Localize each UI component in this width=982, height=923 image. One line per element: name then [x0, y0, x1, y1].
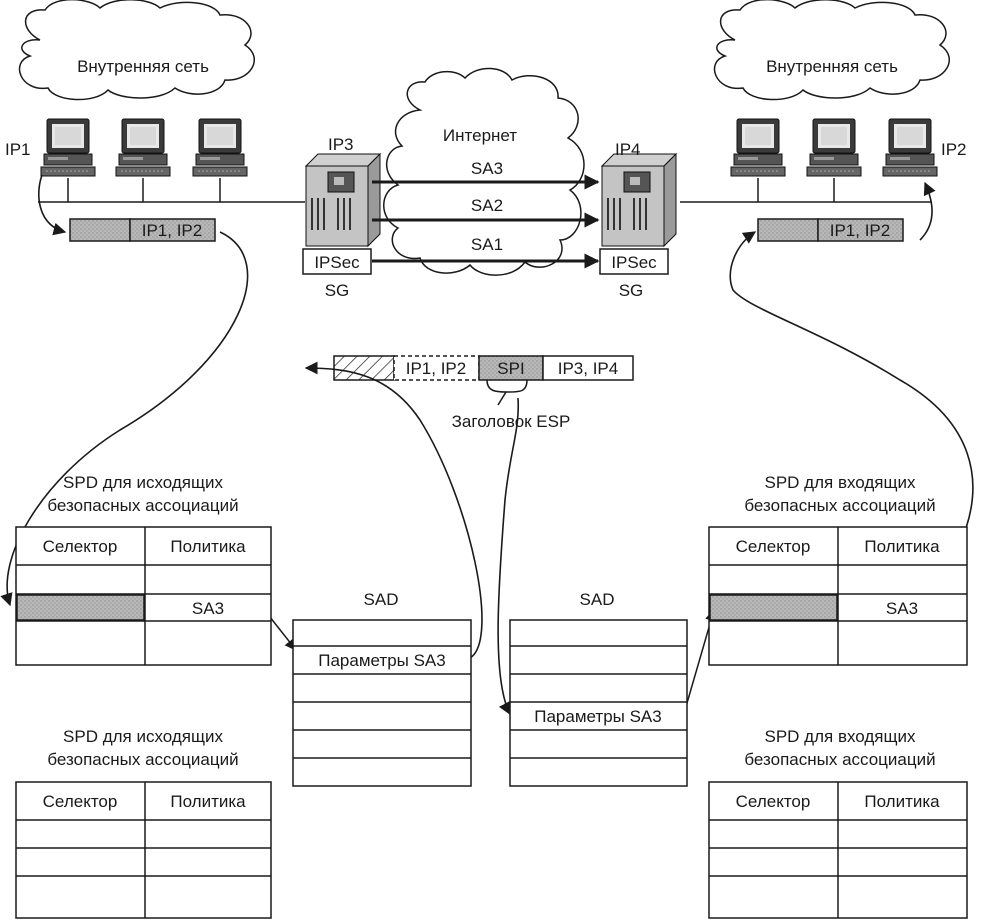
- esp-brace-pointer: [497, 391, 507, 406]
- col-policy-header: Политика: [864, 792, 940, 811]
- ipsec-box-left: [302, 248, 372, 275]
- cloud-internal-right: [713, 0, 951, 101]
- spd-title-line2: безопасных ассоциаций: [47, 496, 238, 515]
- esp-header-label: Заголовок ESP: [452, 412, 571, 431]
- table-frame: [292, 619, 472, 787]
- cloud-right-label: Внутренняя сеть: [766, 57, 898, 76]
- sad-params-cell: Параметры SA3: [318, 651, 445, 670]
- spd-title-line1: SPD для исходящих: [63, 727, 223, 746]
- sad-title: SAD: [364, 590, 399, 609]
- arrow-esp-to-sad-right: [497, 397, 520, 716]
- ipsec-box-right: [599, 248, 669, 275]
- host-label-ip2: IP2: [941, 140, 967, 159]
- col-selector-header: Селектор: [43, 792, 118, 811]
- arrow-spd-in-to-packet: [729, 231, 974, 549]
- packet-right-header: [817, 218, 904, 242]
- selector-highlight-cell: [709, 594, 838, 621]
- table-frame: [15, 781, 272, 919]
- col-policy-header: Политика: [170, 792, 246, 811]
- col-policy-header: Политика: [864, 537, 940, 556]
- policy-cell: SA3: [886, 599, 918, 618]
- esp-spi-label: SPI: [497, 359, 524, 378]
- spd-title-line1: SPD для входящих: [765, 727, 916, 746]
- spd-out-table-bottom: SPD для исходящих безопасных ассоциаций …: [15, 727, 272, 919]
- host-label-ip3: IP3: [328, 135, 354, 154]
- packet-left-label: IP1, IP2: [142, 221, 202, 240]
- server-icon-ip3: [305, 153, 381, 247]
- esp-inner-label: IP1, IP2: [406, 359, 466, 378]
- arrow-to-ip2: [919, 181, 936, 241]
- arrow-from-ip1: [38, 174, 67, 236]
- packet-right-payload: [757, 218, 819, 242]
- server-icon-ip4: [601, 153, 677, 247]
- spd-title-line2: безопасных ассоциаций: [47, 750, 238, 769]
- tunnel-label-sa2: SA2: [471, 196, 503, 215]
- host-label-ip1: IP1: [5, 140, 31, 159]
- ipsec-label-right: IPSec: [611, 253, 657, 272]
- table-frame: [509, 619, 688, 787]
- esp-outer-label: IP3, IP4: [558, 359, 618, 378]
- cloud-internal-left: [18, 0, 256, 101]
- selector-highlight-cell: [16, 594, 145, 621]
- packet-left-payload: [69, 218, 131, 242]
- sad-table-right: SAD Параметры SA3: [509, 590, 688, 787]
- spd-in-table-top: SPD для входящих безопасных ассоциаций С…: [708, 473, 968, 666]
- arrow-packet-to-spd-out: [0, 231, 249, 607]
- computer-icon-ip1: [40, 118, 96, 177]
- spd-out-table-top: SPD для исходящих безопасных ассоциаций …: [15, 473, 272, 666]
- spd-title-line2: безопасных ассоциаций: [744, 496, 935, 515]
- computer-icon: [115, 118, 171, 177]
- spd-in-table-bottom: SPD для входящих безопасных ассоциаций С…: [708, 727, 968, 919]
- computer-icon-ip2: [882, 118, 938, 177]
- col-selector-header: Селектор: [736, 792, 811, 811]
- sad-title: SAD: [580, 590, 615, 609]
- esp-outer-header: [542, 355, 634, 381]
- packet-left-header: [129, 218, 216, 242]
- internet-label: Интернет: [443, 126, 517, 145]
- sad-params-cell: Параметры SA3: [534, 707, 661, 726]
- cloud-left-label: Внутренняя сеть: [77, 57, 209, 76]
- arrow-sad-to-esp: [304, 361, 483, 659]
- sg-label-left: SG: [325, 281, 350, 300]
- col-policy-header: Политика: [170, 537, 246, 556]
- col-selector-header: Селектор: [43, 537, 118, 556]
- computer-icon: [806, 118, 862, 177]
- spd-title-line1: SPD для входящих: [765, 473, 916, 492]
- col-selector-header: Селектор: [736, 537, 811, 556]
- ipsec-label-left: IPSec: [314, 253, 360, 272]
- esp-packet-inner-header: [393, 355, 480, 381]
- computer-icon: [730, 118, 786, 177]
- tunnel-label-sa1: SA1: [471, 235, 503, 254]
- spd-title-line1: SPD для исходящих: [63, 473, 223, 492]
- computer-icon: [192, 118, 248, 177]
- host-label-ip4: IP4: [615, 140, 641, 159]
- sad-table-left: SAD Параметры SA3: [292, 590, 472, 787]
- tunnel-label-sa3: SA3: [471, 159, 503, 178]
- packet-right-label: IP1, IP2: [830, 221, 890, 240]
- cloud-internet: [383, 67, 585, 276]
- esp-header-brace: [486, 379, 528, 393]
- policy-cell: SA3: [192, 599, 224, 618]
- spd-title-line2: безопасных ассоциаций: [744, 750, 935, 769]
- sg-label-right: SG: [619, 281, 644, 300]
